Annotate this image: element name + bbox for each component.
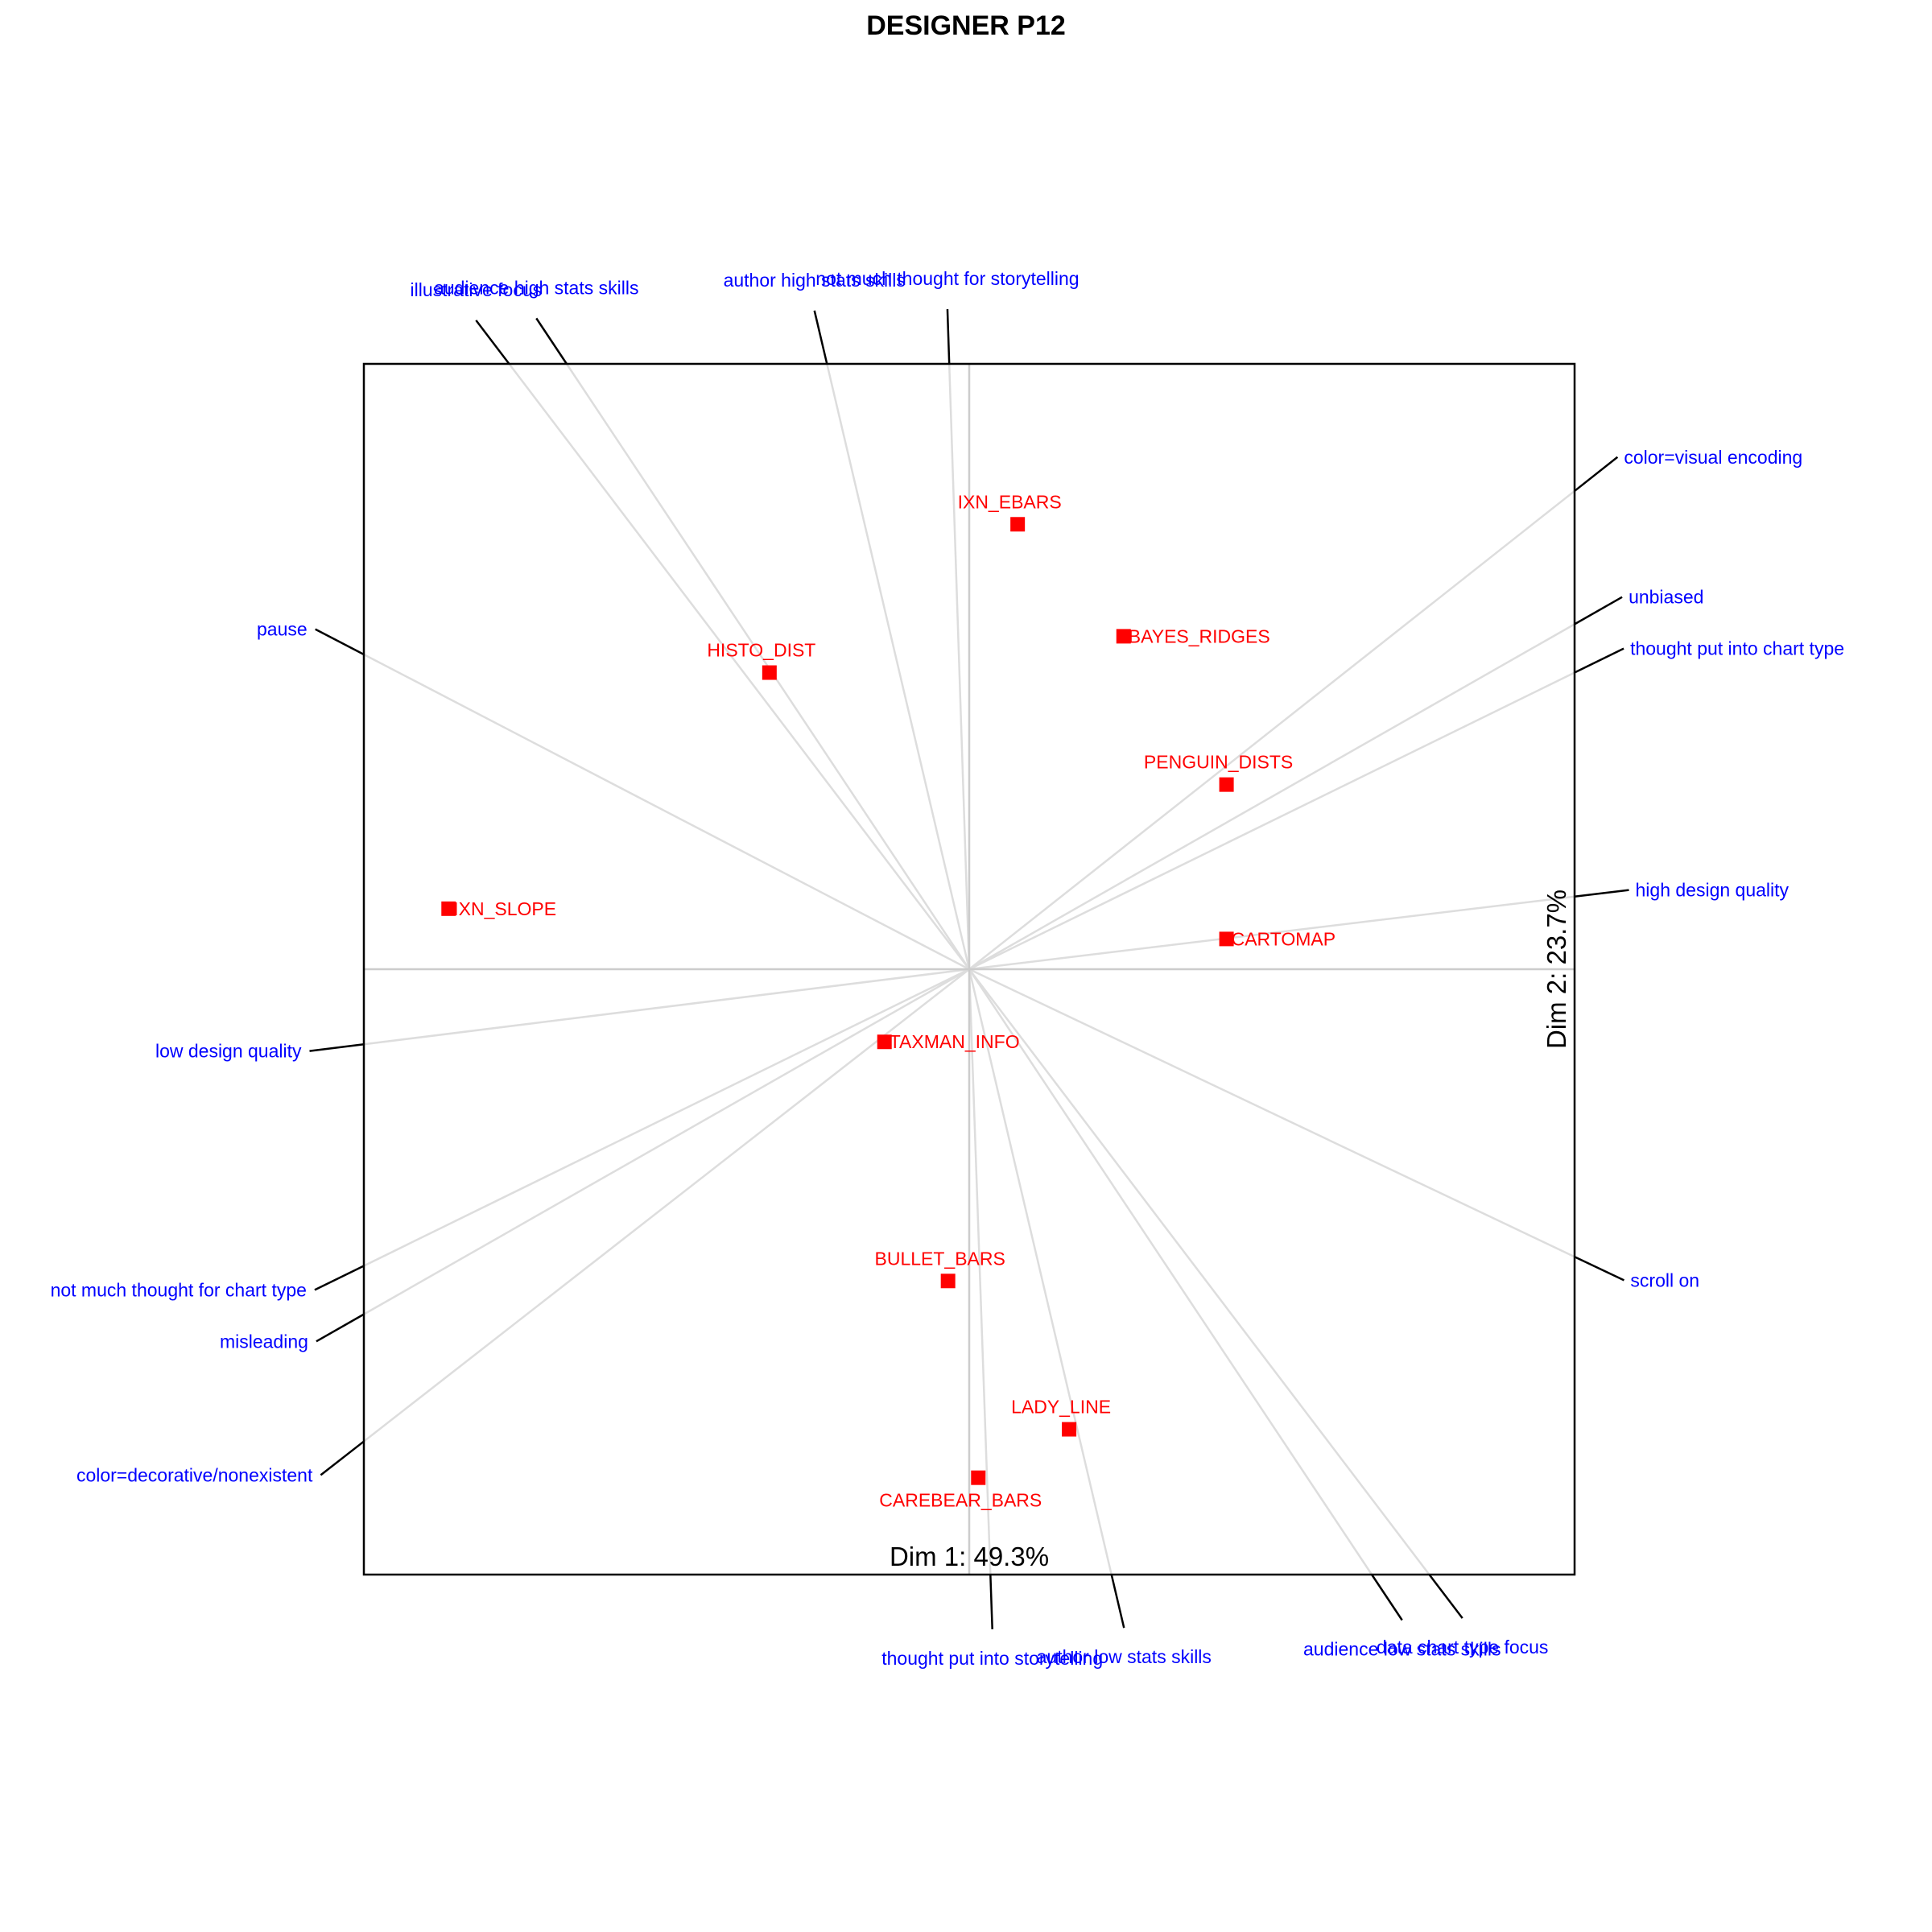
variable-label: author low stats skills <box>1037 1646 1212 1667</box>
variable-label: not much thought for storytelling <box>815 268 1079 289</box>
variable-leader-line <box>316 1313 365 1343</box>
x-axis-label: Dim 1: 49.3% <box>890 1542 1049 1571</box>
variable-leader-line <box>320 1440 365 1476</box>
projection-line <box>968 895 1575 971</box>
variable-leader-line <box>813 310 828 365</box>
variable-leader-line <box>475 320 510 365</box>
data-point-label: PENGUIN_DISTS <box>1144 752 1293 773</box>
variable-leader-line <box>1574 647 1624 674</box>
variable-label: unbiased <box>1629 587 1703 608</box>
projection-line <box>968 968 1430 1575</box>
data-point-label: BULLET_BARS <box>875 1248 1005 1269</box>
variable-label: thought put into storytelling <box>881 1648 1103 1669</box>
variable-label: low design quality <box>155 1041 302 1062</box>
projection-line <box>363 968 970 1046</box>
variable-leader-line <box>989 1574 993 1630</box>
data-point-marker <box>1219 931 1234 947</box>
data-point-marker <box>441 901 456 916</box>
chart-title: DESIGNER P12 <box>866 10 1066 41</box>
variable-leader-line <box>309 1043 365 1052</box>
variable-leader-line <box>1574 456 1619 492</box>
variable-label: color=visual encoding <box>1624 447 1802 468</box>
data-point-label: BAYES_RIDGES <box>1129 625 1270 646</box>
projection-line <box>508 363 970 970</box>
projection-line <box>363 968 970 1267</box>
projection-line <box>363 968 970 1315</box>
projection-line <box>968 489 1575 970</box>
variable-label: pause <box>257 619 308 640</box>
variable-label: misleading <box>220 1331 308 1352</box>
variable-label: scroll on <box>1630 1269 1699 1290</box>
projection-line <box>968 671 1575 971</box>
variable-leader-line <box>946 308 951 365</box>
projection-lines <box>363 363 1575 1575</box>
variable-leader-line <box>1110 1574 1125 1629</box>
variable-leader-line <box>1574 596 1623 625</box>
variable-label: data chart type focus <box>1377 1637 1549 1657</box>
variable-leader-lines <box>309 308 1629 1630</box>
variable-leader-line <box>535 317 568 365</box>
projection-line <box>968 968 1113 1575</box>
data-point-label: CARTOMAP <box>1232 928 1336 949</box>
plot-frame <box>362 362 1576 1576</box>
variable-leader-line <box>315 628 365 656</box>
data-point-label: CAREBEAR_BARS <box>879 1490 1042 1511</box>
projection-line <box>363 968 970 1443</box>
variable-leader-line <box>314 1265 365 1291</box>
data-points: IXN_EBARS BAYES_RIDGES HISTO_DIST PENGUIN_D… <box>441 491 1336 1511</box>
projection-line <box>968 968 992 1575</box>
variable-label: illustrative focus <box>411 279 543 300</box>
data-point-label: LADY_LINE <box>1011 1397 1111 1418</box>
variable-label: thought put into chart type <box>1630 638 1844 659</box>
data-point-label: HISTO_DIST <box>707 640 815 661</box>
variable-label: high design quality <box>1636 880 1790 901</box>
data-point-label: TAXMAN_INFO <box>890 1031 1020 1052</box>
variable-label: audience low stats skills <box>1303 1639 1501 1660</box>
projection-line <box>363 653 970 971</box>
variable-leader-line <box>1371 1574 1403 1621</box>
data-point-marker <box>940 1274 956 1289</box>
axes <box>364 364 1575 1575</box>
variable-label: author high stats skills <box>724 270 906 291</box>
projection-line <box>968 968 1373 1575</box>
variable-labels: color=visual encoding unbiased thought put… <box>51 268 1844 1669</box>
variable-leader-line <box>1574 889 1629 898</box>
projection-line <box>826 363 971 970</box>
projection-line <box>968 623 1575 971</box>
data-point-marker <box>1062 1422 1077 1437</box>
variable-label: audience high stats skills <box>434 277 638 298</box>
y-axis-label: Dim 2: 23.7% <box>1542 890 1571 1049</box>
variable-leader-line <box>1574 1256 1624 1282</box>
data-point-marker <box>1010 517 1026 532</box>
projection-line <box>947 363 971 970</box>
data-point-marker <box>762 665 777 680</box>
data-point-marker <box>971 1470 986 1485</box>
variable-label: color=decorative/nonexistent <box>76 1464 313 1485</box>
data-point-marker <box>877 1034 892 1050</box>
variable-leader-line <box>1428 1574 1463 1619</box>
data-point-label: IXN_SLOPE <box>453 898 556 919</box>
data-point-marker <box>1116 629 1131 644</box>
projection-line <box>968 968 1575 1258</box>
data-point-marker <box>1219 777 1234 792</box>
variable-label: not much thought for chart type <box>51 1279 307 1300</box>
data-point-label: IXN_EBARS <box>958 491 1062 512</box>
